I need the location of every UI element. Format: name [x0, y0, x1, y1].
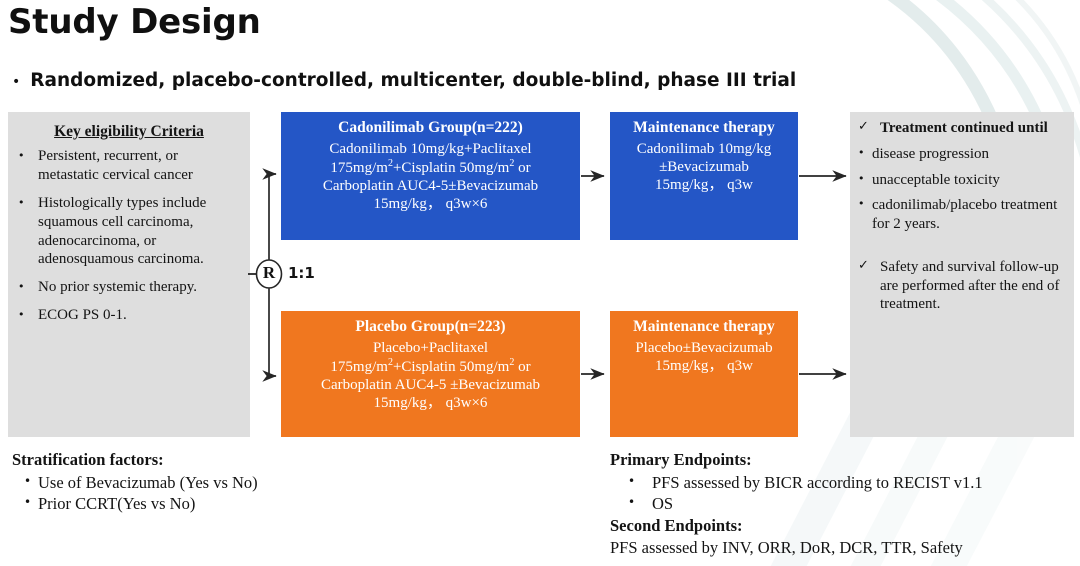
regimen-sup: 2 [387, 357, 393, 369]
maintenance-regimen-cadonilimab: Cadonilimab 10mg/kg ±Bevacizumab 15mg/kg… [610, 140, 798, 198]
list-item-label: cadonilimab/placebo treatment for 2 year… [872, 197, 1058, 232]
list-item: • OS [610, 493, 1070, 514]
regimen-line: 175mg/m2+Cisplatin 50mg/m2 or [287, 357, 574, 376]
list-item-label: Persistent, recurrent, or metastatic cer… [38, 148, 193, 183]
regimen-line: 15mg/kg， q3w×6 [373, 196, 488, 213]
list-item: • Histologically types include squamous … [18, 194, 240, 270]
list-item-label: Use of Bevacizumab (Yes vs No) [38, 472, 258, 492]
list-item-label: OS [652, 494, 674, 514]
bullet-icon: • [18, 280, 25, 294]
regimen-line: Cadonilimab 10mg/kg [636, 141, 772, 157]
bullet-icon: • [24, 495, 32, 510]
maintenance-box-placebo: Maintenance therapy Placebo±Bevacizumab … [610, 311, 798, 437]
list-item-label: PFS assessed by BICR according to RECIST… [652, 472, 983, 492]
regimen-line: 15mg/kg， q3w [655, 358, 753, 375]
bullet-icon: • [628, 495, 636, 510]
regimen-line: Carboplatin AUC4-5 ±Bevacizumab [320, 377, 541, 394]
bullet-icon: • [858, 197, 865, 211]
arm-regimen-placebo: Placebo+Paclitaxel 175mg/m2+Cisplatin 50… [281, 339, 580, 417]
list-item: • Persistent, recurrent, or metastatic c… [18, 147, 240, 185]
primary-endpoints-heading: Primary Endpoints: [610, 450, 752, 469]
list-item: • cadonilimab/placebo treatment for 2 ye… [858, 196, 1066, 234]
check-icon: ✓ [858, 257, 869, 273]
regimen-line: 175mg/m2+Cisplatin 50mg/m2 or [287, 158, 574, 177]
arm-regimen-cadonilimab: Cadonilimab 10mg/kg+Paclitaxel 175mg/m2+… [281, 140, 580, 218]
eligibility-panel: Key eligibility Criteria • Persistent, r… [8, 112, 250, 437]
endpoints-block: Primary Endpoints: • PFS assessed by BIC… [610, 450, 1070, 559]
subtitle-text: Randomized, placebo-controlled, multicen… [30, 70, 797, 91]
eligibility-heading: Key eligibility Criteria [54, 123, 204, 140]
regimen-frag: 175mg/m [330, 160, 388, 177]
regimen-frag: 175mg/m [330, 359, 388, 376]
page-title: Study Design [8, 2, 261, 42]
second-endpoints-text: PFS assessed by INV, ORR, DoR, DCR, TTR,… [610, 538, 963, 558]
spacer [858, 241, 1066, 258]
list-item-label: disease progression [872, 145, 990, 162]
regimen-line: 15mg/kg， q3w [655, 177, 753, 194]
outcomes-panel: ✓ Treatment continued until • disease pr… [850, 112, 1074, 437]
list-item-label: Histologically types include squamous ce… [38, 194, 207, 268]
randomization-ratio: 1:1 [288, 264, 315, 282]
regimen-frag: or [514, 359, 531, 376]
list-item: • Use of Bevacizumab (Yes vs No) [12, 472, 442, 493]
stratification-heading: Stratification factors: [12, 450, 164, 469]
regimen-line: 15mg/kg， q3w×6 [373, 395, 488, 412]
regimen-sup: 2 [387, 158, 393, 170]
list-item: • unacceptable toxicity [858, 171, 1066, 190]
bullet-icon: • [858, 171, 865, 185]
stratification-block: Stratification factors: • Use of Bevaciz… [12, 450, 442, 515]
outcomes-heading-treatment: ✓ Treatment continued until [858, 119, 1066, 138]
regimen-line: Placebo±Bevacizumab [635, 340, 773, 356]
regimen-line: Placebo+Paclitaxel [372, 340, 489, 356]
maintenance-box-cadonilimab: Maintenance therapy Cadonilimab 10mg/kg … [610, 112, 798, 240]
list-item-label: Prior CCRT(Yes vs No) [38, 494, 196, 514]
maintenance-title-placebo: Maintenance therapy [633, 318, 775, 335]
arm-title-cadonilimab: Cadonilimab Group(n=222) [338, 119, 523, 136]
regimen-line: ±Bevacizumab [659, 159, 749, 176]
bullet-icon: • [858, 145, 865, 159]
list-item: • disease progression [858, 145, 1066, 164]
list-item: • No prior systemic therapy. [18, 278, 240, 297]
list-item-label: No prior systemic therapy. [38, 279, 197, 296]
regimen-frag: +Cisplatin 50mg/m [392, 359, 510, 376]
check-icon: ✓ [858, 119, 869, 134]
second-endpoints-heading: Second Endpoints: [610, 515, 743, 535]
bullet-icon: • [12, 74, 21, 90]
maintenance-title-cadonilimab: Maintenance therapy [633, 119, 775, 136]
list-item: • PFS assessed by BICR according to RECI… [610, 472, 1070, 493]
outcomes-followup-label: Safety and survival follow-up are perfor… [880, 258, 1060, 313]
outcomes-heading-label: Treatment continued until [880, 120, 1048, 136]
bullet-icon: • [18, 195, 25, 209]
arm-title-placebo: Placebo Group(n=223) [355, 318, 506, 335]
list-item-label: ECOG PS 0-1. [38, 307, 127, 324]
subtitle-row: • Randomized, placebo-controlled, multic… [12, 70, 796, 91]
bullet-icon: • [24, 473, 32, 488]
bullet-icon: • [18, 149, 25, 162]
list-item-label: unacceptable toxicity [872, 171, 1000, 188]
bullet-icon: • [18, 308, 25, 322]
list-item: • Prior CCRT(Yes vs No) [12, 493, 442, 514]
list-item: • ECOG PS 0-1. [18, 306, 240, 325]
regimen-frag: +Cisplatin 50mg/m [392, 160, 510, 177]
bullet-icon: • [628, 473, 636, 488]
regimen-line: Cadonilimab 10mg/kg+Paclitaxel [329, 141, 532, 157]
outcomes-heading-followup: ✓ Safety and survival follow-up are perf… [858, 258, 1066, 314]
regimen-sup: 2 [509, 357, 515, 369]
randomization-letter: R [262, 263, 276, 282]
regimen-line: Carboplatin AUC4-5±Bevacizumab [322, 178, 539, 195]
arm-box-placebo: Placebo Group(n=223) Placebo+Paclitaxel … [281, 311, 580, 437]
maintenance-regimen-placebo: Placebo±Bevacizumab 15mg/kg， q3w [610, 339, 798, 379]
arm-box-cadonilimab: Cadonilimab Group(n=222) Cadonilimab 10m… [281, 112, 580, 240]
regimen-sup: 2 [509, 158, 515, 170]
regimen-frag: or [514, 160, 531, 177]
eligibility-list: • Persistent, recurrent, or metastatic c… [18, 147, 240, 325]
